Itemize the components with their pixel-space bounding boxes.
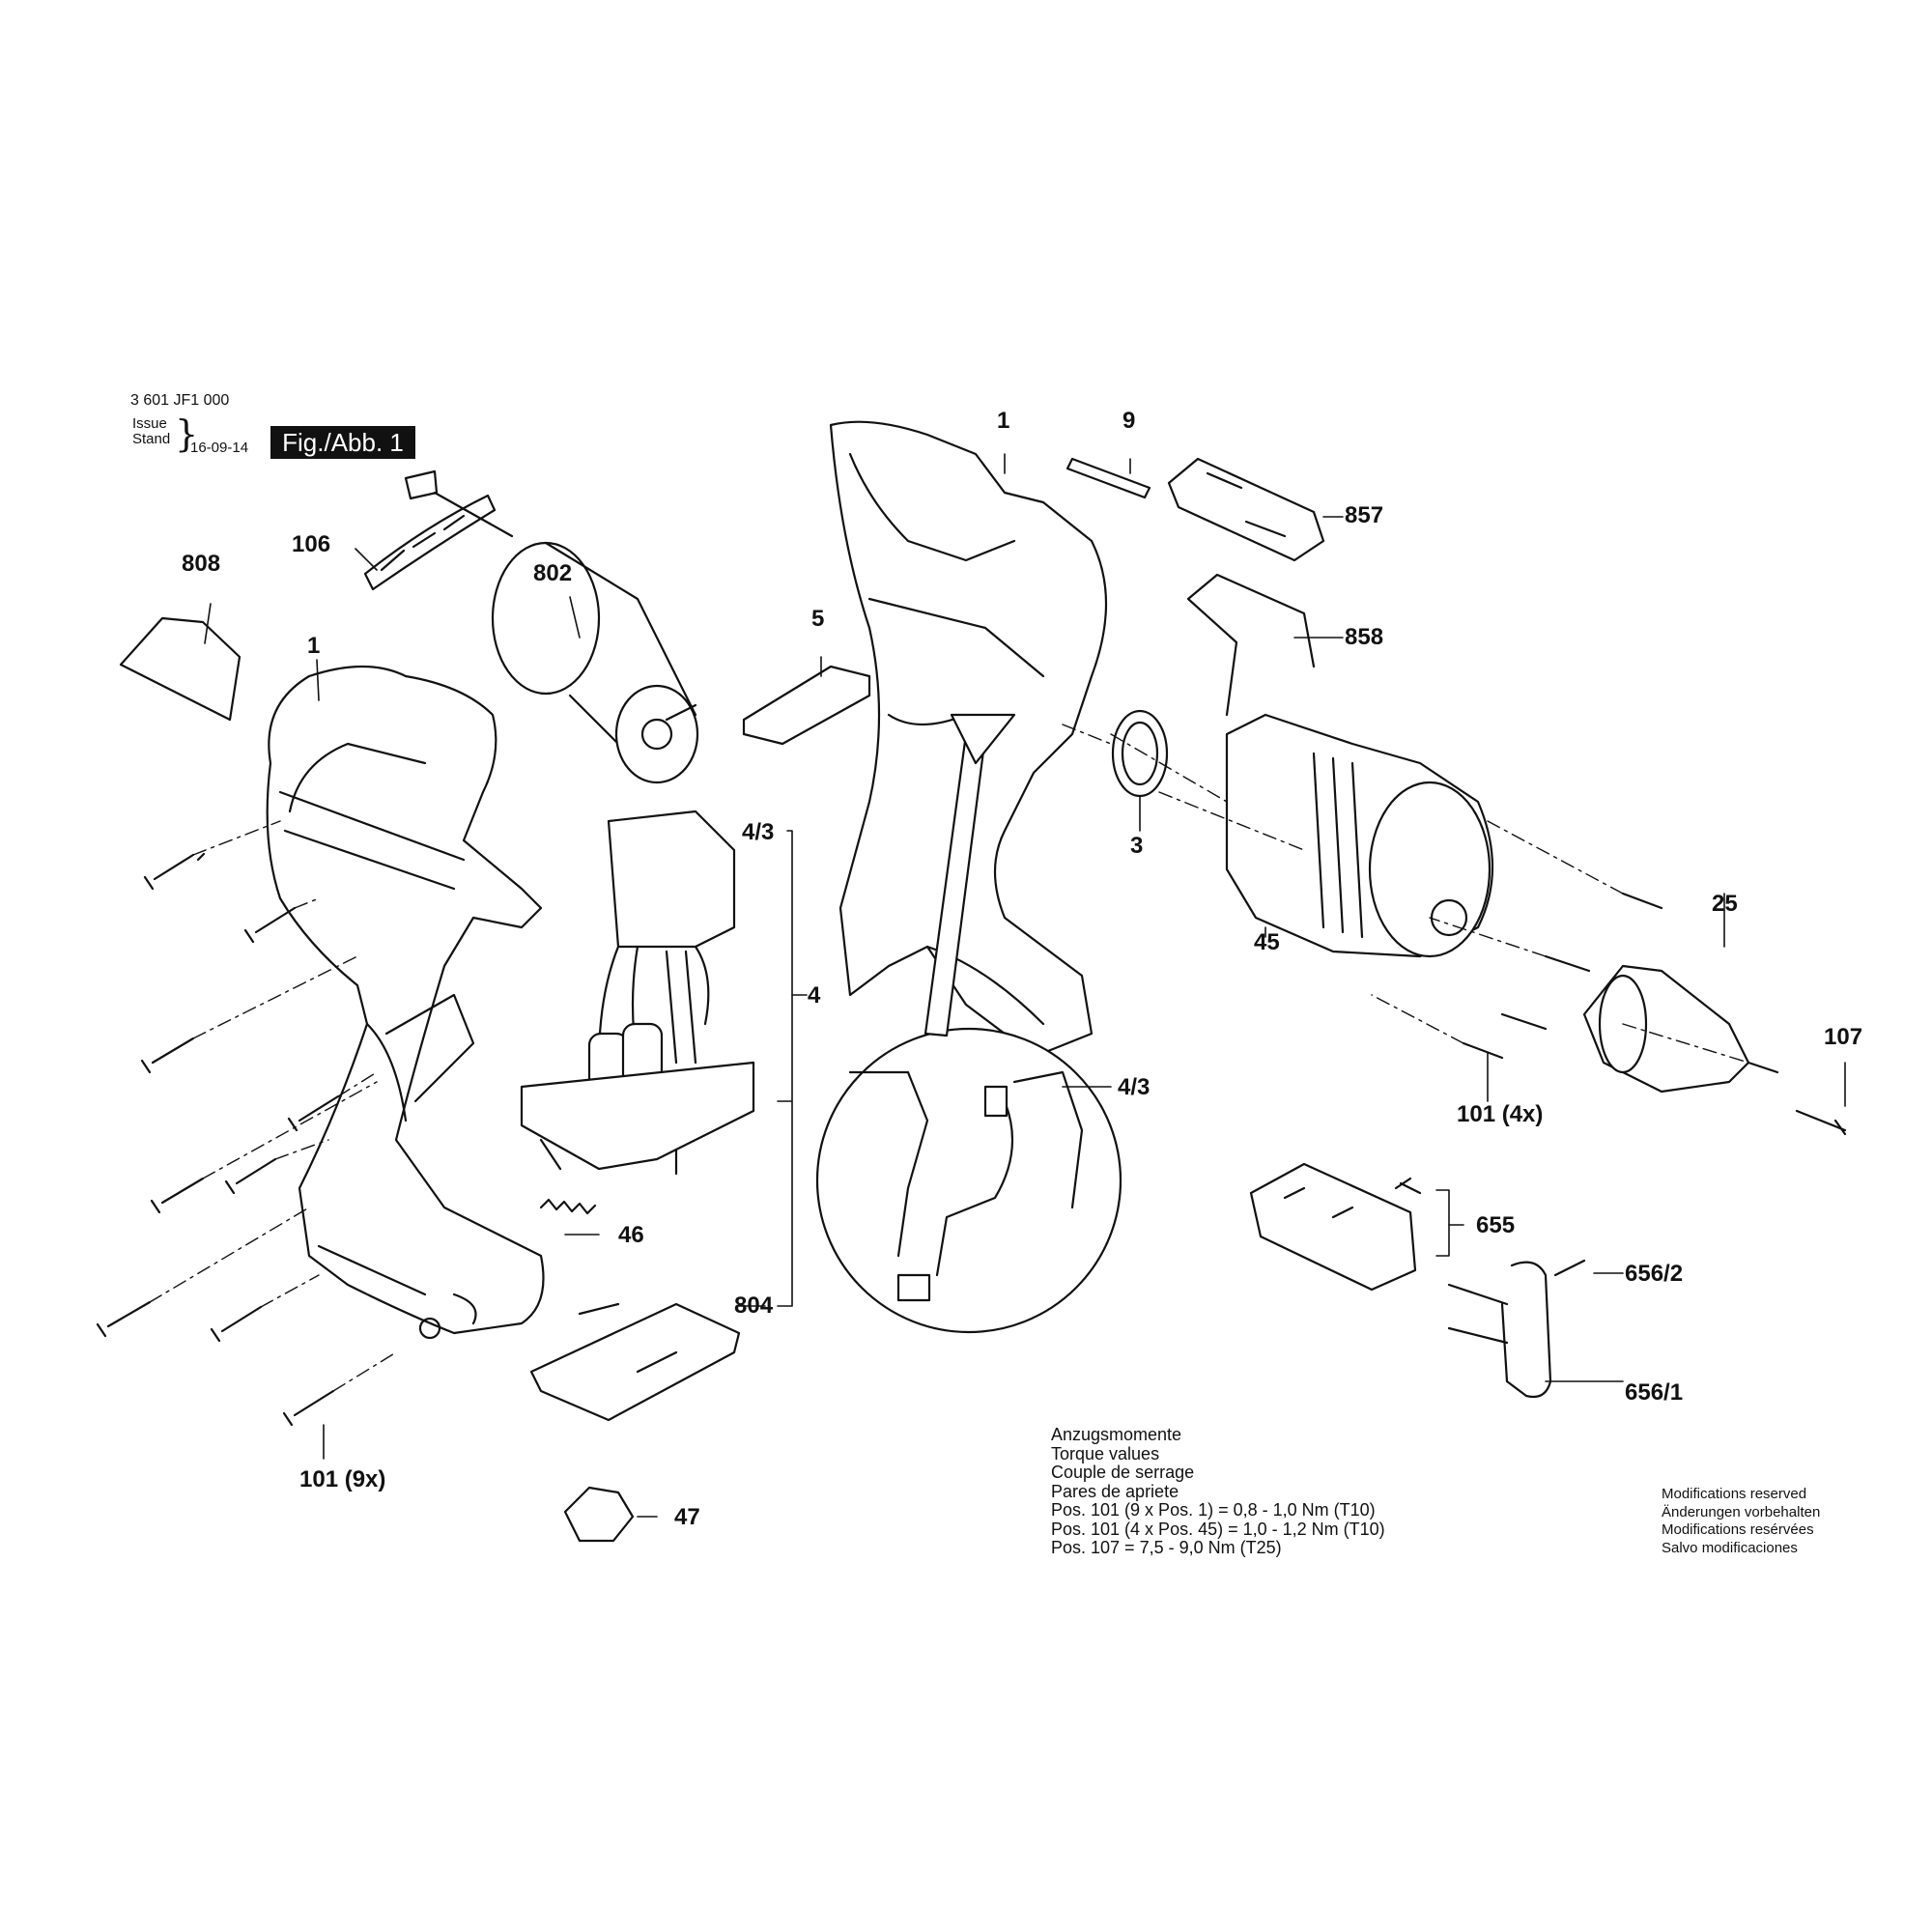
part-808-label-plate <box>119 616 242 722</box>
issue-date: 16-09-14 <box>190 440 249 456</box>
callout-47: 47 <box>674 1504 700 1530</box>
callout-802: 802 <box>533 560 573 586</box>
callout-4: 4 <box>808 982 821 1009</box>
stand-label: Stand <box>132 431 171 447</box>
callout-leader-lines <box>204 453 1846 1518</box>
callout-1-right: 1 <box>997 408 1010 434</box>
callout-3: 3 <box>1130 833 1144 859</box>
part-858-spring-clip <box>1186 573 1316 717</box>
part-25-chuck <box>1582 964 1779 1094</box>
brace-glyph: } <box>175 412 199 455</box>
part-45-gearbox <box>1225 713 1494 958</box>
part-655-bit-holder <box>1249 1162 1422 1292</box>
part-802-motor <box>404 469 699 784</box>
part-107-screw <box>1795 1109 1847 1136</box>
callout-4-3-b: 4/3 <box>1118 1074 1151 1100</box>
callout-101-4x: 101 (4x) <box>1457 1101 1544 1127</box>
part-3-washer <box>1111 709 1169 798</box>
torque-line: Pos. 107 = 7,5 - 9,0 Nm (T25) <box>1051 1538 1282 1557</box>
screw-leader-lines-left <box>149 820 397 1392</box>
callout-9: 9 <box>1122 408 1136 434</box>
callout-655: 655 <box>1476 1212 1516 1238</box>
modifications-notes: Modifications reserved Änderungen vorbeh… <box>1662 1486 1820 1557</box>
modifications-line: Änderungen vorbehalten <box>1662 1503 1821 1520</box>
callout-857: 857 <box>1345 502 1384 528</box>
part-number: 3 601 JF1 000 <box>130 392 230 409</box>
callout-656-2: 656/2 <box>1625 1261 1684 1287</box>
torque-line: Pares de apriete <box>1051 1481 1179 1501</box>
part-804-plate <box>529 1302 741 1422</box>
callout-5: 5 <box>811 606 825 632</box>
torque-line: Anzugsmomente <box>1051 1425 1182 1444</box>
issue-label: Issue <box>132 415 167 432</box>
modifications-line: Modifications reserved <box>1662 1486 1807 1502</box>
part-47-cap <box>563 1486 635 1543</box>
modifications-line: Salvo modificaciones <box>1662 1539 1798 1556</box>
callout-46: 46 <box>618 1222 644 1248</box>
callout-45: 45 <box>1254 929 1280 955</box>
part-9-strip <box>1065 457 1151 499</box>
callout-656-1: 656/1 <box>1625 1379 1684 1406</box>
callout-808: 808 <box>182 551 221 577</box>
issue-stand-labels: Issue Stand <box>132 416 170 447</box>
part-106-badge <box>363 494 497 591</box>
part-4-switch-assembly <box>520 810 755 1176</box>
screws-101-left <box>96 852 340 1427</box>
callout-101-9x: 101 (9x) <box>299 1466 386 1492</box>
torque-line: Pos. 101 (4 x Pos. 45) = 1,0 - 1,2 Nm (T… <box>1051 1519 1385 1539</box>
screws-101-right <box>1462 892 1663 1060</box>
torque-notes: Anzugsmomente Torque values Couple de se… <box>1051 1425 1385 1558</box>
torque-line: Couple de serrage <box>1051 1463 1195 1482</box>
part-857-slider <box>1167 457 1325 562</box>
detail-view-circle <box>815 1027 1122 1334</box>
torque-line: Torque values <box>1051 1443 1160 1463</box>
part-1-left-housing <box>266 665 545 1340</box>
part-5-plate <box>742 665 871 746</box>
screw-leader-lines-right <box>1062 724 1749 1064</box>
modifications-line: Modifications resérvées <box>1662 1521 1814 1538</box>
figure-badge: Fig./Abb. 1 <box>270 426 415 459</box>
callout-804: 804 <box>734 1293 774 1319</box>
callout-858: 858 <box>1345 624 1384 650</box>
callout-107: 107 <box>1824 1024 1863 1050</box>
part-656-belt-clip <box>1447 1259 1586 1399</box>
detail-arrow <box>923 713 1016 1037</box>
callout-4-3-a: 4/3 <box>742 819 775 845</box>
callout-25: 25 <box>1712 891 1738 917</box>
torque-line: Pos. 101 (9 x Pos. 1) = 0,8 - 1,0 Nm (T1… <box>1051 1500 1376 1520</box>
part-46-spring <box>539 1198 597 1215</box>
callout-106: 106 <box>292 531 331 557</box>
callout-1-left: 1 <box>307 633 321 659</box>
